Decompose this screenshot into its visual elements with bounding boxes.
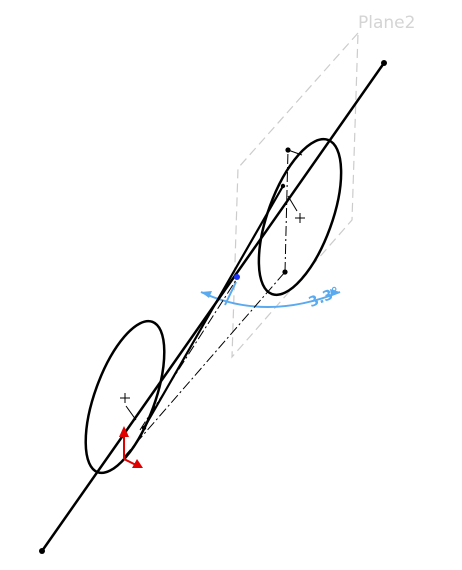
plane2-reference-plane[interactable] [231, 31, 359, 359]
angle-dimension[interactable] [200, 281, 341, 308]
upper-ellipse[interactable] [242, 129, 358, 305]
construction-lines [123, 149, 289, 458]
angle-dimension-value[interactable]: 3.3° [306, 284, 341, 311]
origin-triad-icon [119, 426, 143, 468]
sketch-points[interactable] [39, 60, 387, 554]
center-mark-icon [120, 213, 305, 403]
profile-connector-line[interactable] [143, 185, 284, 429]
selected-point[interactable] [234, 274, 240, 280]
plane2-label[interactable]: Plane2 [358, 13, 415, 33]
